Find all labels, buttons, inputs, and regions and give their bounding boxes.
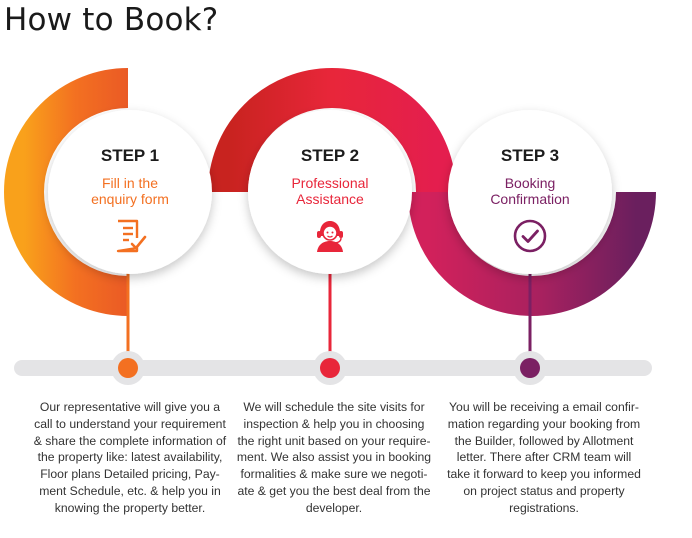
- step-2-description: We will schedule the site visits for ins…: [236, 400, 432, 515]
- ribbon-arc-step-3: [408, 191, 656, 316]
- step-circle-3: [448, 110, 612, 274]
- step-3-description: You will be receiving a email confir- ma…: [447, 400, 641, 515]
- step-3-subtitle: Booking Confirmation: [490, 175, 570, 207]
- step-card-2: STEP 2 Professional Assistance: [250, 112, 410, 272]
- ribbon-arc-step-2: [208, 68, 456, 193]
- support-agent-icon: [317, 221, 343, 252]
- check-circle-icon: [513, 219, 547, 253]
- step-circle-2: [248, 110, 412, 274]
- ribbon-arc-step-1: [4, 68, 129, 316]
- page-title: How to Book?: [4, 2, 219, 38]
- step-3-title: STEP 3: [500, 146, 560, 165]
- step-1-subtitle: Fill in the enquiry form: [91, 175, 169, 207]
- timeline-dot-2: [320, 358, 340, 378]
- step-circle-1: [48, 110, 212, 274]
- step-card-1: STEP 1 Fill in the enquiry form: [50, 112, 210, 272]
- step-2-subtitle: Professional Assistance: [291, 175, 369, 207]
- step-1-title: STEP 1: [100, 146, 160, 165]
- step-1-description: Our representative will give you a call …: [33, 400, 227, 515]
- step-2-title: STEP 2: [300, 146, 360, 165]
- timeline-dot-1: [118, 358, 138, 378]
- step-card-3: STEP 3 Booking Confirmation: [450, 112, 610, 272]
- timeline-dot-3: [520, 358, 540, 378]
- form-icon: [116, 219, 147, 253]
